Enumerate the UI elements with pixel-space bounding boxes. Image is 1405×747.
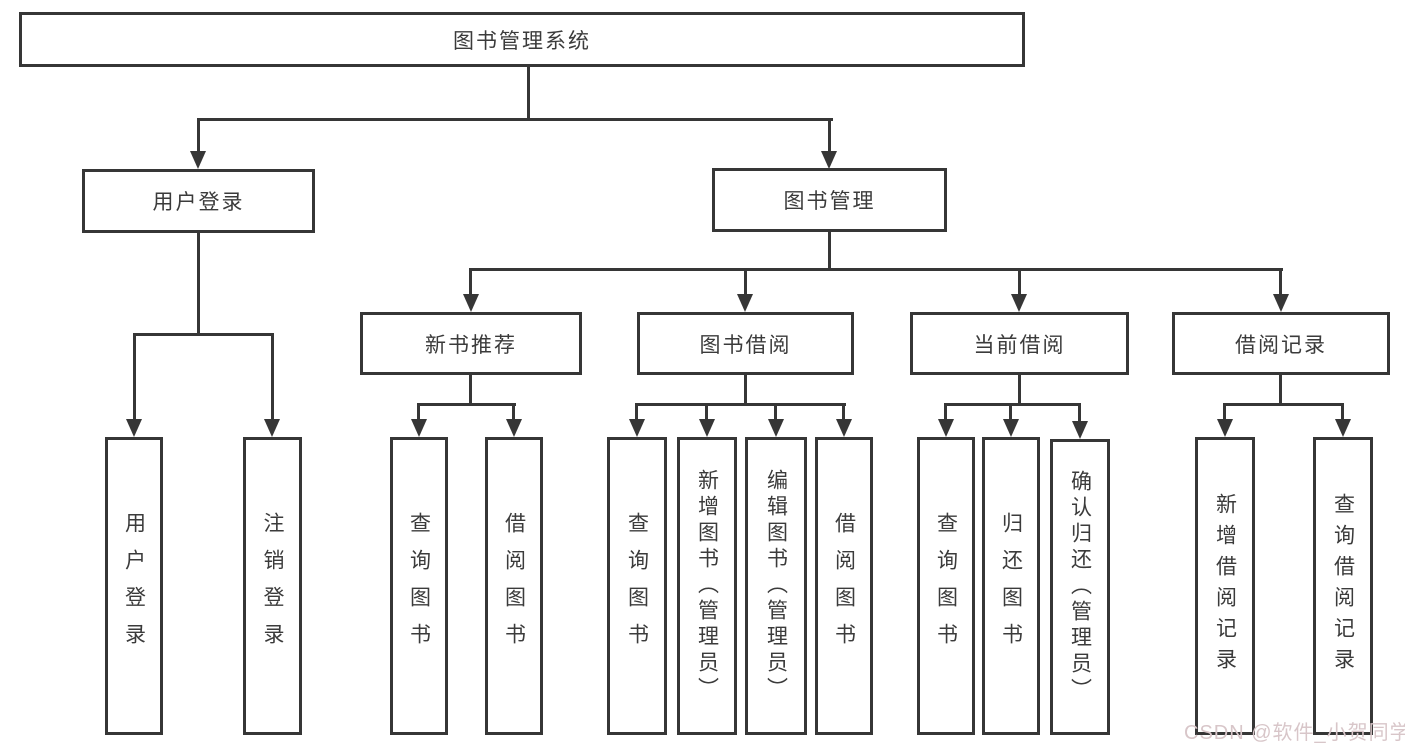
connector-drop-query-book-2 xyxy=(635,403,638,421)
connector-drop-query-record xyxy=(1341,403,1344,421)
leaf-query-book-borrowing: 查询图书 xyxy=(607,437,667,735)
connector-drop-current-borrow xyxy=(1018,268,1021,297)
leaf-confirm-return-label: 确认归还（管理员） xyxy=(1068,470,1092,704)
leaf-borrow-book-borrowing: 借阅图书 xyxy=(815,437,873,735)
connector-book-borrow-rail xyxy=(635,403,846,406)
arrow-down-icon xyxy=(1217,419,1233,437)
connector-drop-login xyxy=(133,333,136,421)
leaf-logout-label: 注销登录 xyxy=(261,512,284,660)
arrow-down-icon xyxy=(1273,294,1289,312)
leaf-query-borrow-record: 查询借阅记录 xyxy=(1313,437,1373,735)
arrow-down-icon xyxy=(938,419,954,437)
leaf-borrow-book-label: 借阅图书 xyxy=(502,512,526,660)
connector-drop-return-book xyxy=(1009,403,1012,421)
arrow-down-icon xyxy=(821,151,837,169)
leaf-query-borrow-record-label: 查询借阅记录 xyxy=(1331,493,1355,679)
leaf-query-book-current: 查询图书 xyxy=(917,437,975,735)
arrow-down-icon xyxy=(1072,421,1088,439)
connector-user-login-stem xyxy=(197,233,200,336)
leaf-add-book-label: 新增图书（管理员） xyxy=(695,469,719,703)
connector-drop-edit-book xyxy=(774,403,777,421)
leaf-borrow-book-recommend: 借阅图书 xyxy=(485,437,543,735)
node-borrowing-records: 借阅记录 xyxy=(1172,312,1390,375)
connector-borrow-records-stem xyxy=(1279,375,1282,406)
node-new-book-recommend: 新书推荐 xyxy=(360,312,582,375)
connector-new-book-rec-rail xyxy=(417,403,516,406)
arrow-down-icon xyxy=(768,419,784,437)
leaf-query-book-label: 查询图书 xyxy=(625,512,649,660)
arrow-down-icon xyxy=(126,419,142,437)
arrow-down-icon xyxy=(264,419,280,437)
leaf-query-book-label: 查询图书 xyxy=(407,512,431,660)
connector-drop-book-borrow xyxy=(744,268,747,297)
arrow-down-icon xyxy=(629,419,645,437)
arrow-down-icon xyxy=(506,419,522,437)
connector-book-borrow-stem xyxy=(744,375,747,406)
connector-drop-confirm-return xyxy=(1078,403,1081,423)
arrow-down-icon xyxy=(1003,419,1019,437)
connector-root-rail xyxy=(197,118,833,121)
arrow-down-icon xyxy=(1335,419,1351,437)
connector-drop-new-book-rec xyxy=(469,268,472,297)
leaf-return-book-label: 归还图书 xyxy=(999,512,1023,660)
leaf-user-login: 用户登录 xyxy=(105,437,163,735)
leaf-logout: 注销登录 xyxy=(243,437,302,735)
connector-current-borrow-rail xyxy=(944,403,1081,406)
connector-drop-borrow-book-2 xyxy=(842,403,845,421)
arrow-down-icon xyxy=(463,294,479,312)
node-library-management-system: 图书管理系统 xyxy=(19,12,1025,67)
leaf-add-book-admin: 新增图书（管理员） xyxy=(677,437,737,735)
connector-new-book-rec-stem xyxy=(469,375,472,406)
connector-user-login-rail xyxy=(133,333,274,336)
connector-drop-logout xyxy=(271,333,274,421)
node-user-login: 用户登录 xyxy=(82,169,315,233)
node-book-management: 图书管理 xyxy=(712,168,947,232)
leaf-borrow-book-label: 借阅图书 xyxy=(832,512,856,660)
arrow-down-icon xyxy=(737,294,753,312)
connector-current-borrow-stem xyxy=(1018,375,1021,406)
connector-book-mgmt-rail xyxy=(469,268,1283,271)
arrow-down-icon xyxy=(190,151,206,169)
arrow-down-icon xyxy=(411,419,427,437)
leaf-return-book: 归还图书 xyxy=(982,437,1040,735)
node-current-borrowing: 当前借阅 xyxy=(910,312,1129,375)
leaf-confirm-return-admin: 确认归还（管理员） xyxy=(1050,439,1110,735)
arrow-down-icon xyxy=(699,419,715,437)
connector-drop-borrow-book-1 xyxy=(512,403,515,421)
connector-drop-book-mgmt xyxy=(828,118,831,152)
connector-borrow-records-rail xyxy=(1223,403,1344,406)
leaf-query-book-recommend: 查询图书 xyxy=(390,437,448,735)
connector-drop-query-book-3 xyxy=(944,403,947,421)
leaf-user-login-label: 用户登录 xyxy=(122,512,146,660)
connector-drop-add-book xyxy=(705,403,708,421)
leaf-add-borrow-record: 新增借阅记录 xyxy=(1195,437,1255,735)
connector-root-stem xyxy=(527,67,530,121)
csdn-watermark: CSDN @软件_小贺同学 xyxy=(1184,722,1405,744)
arrow-down-icon xyxy=(1011,294,1027,312)
leaf-query-book-label: 查询图书 xyxy=(934,512,958,660)
connector-drop-borrow-records xyxy=(1279,268,1282,297)
connector-drop-user-login xyxy=(197,118,200,152)
connector-drop-add-record xyxy=(1223,403,1226,421)
node-book-borrowing: 图书借阅 xyxy=(637,312,854,375)
leaf-add-borrow-record-label: 新增借阅记录 xyxy=(1213,493,1237,679)
arrow-down-icon xyxy=(836,419,852,437)
leaf-edit-book-admin: 编辑图书（管理员） xyxy=(745,437,807,735)
connector-book-mgmt-stem xyxy=(828,232,831,271)
leaf-edit-book-label: 编辑图书（管理员） xyxy=(764,469,788,703)
connector-drop-query-book-1 xyxy=(417,403,420,421)
